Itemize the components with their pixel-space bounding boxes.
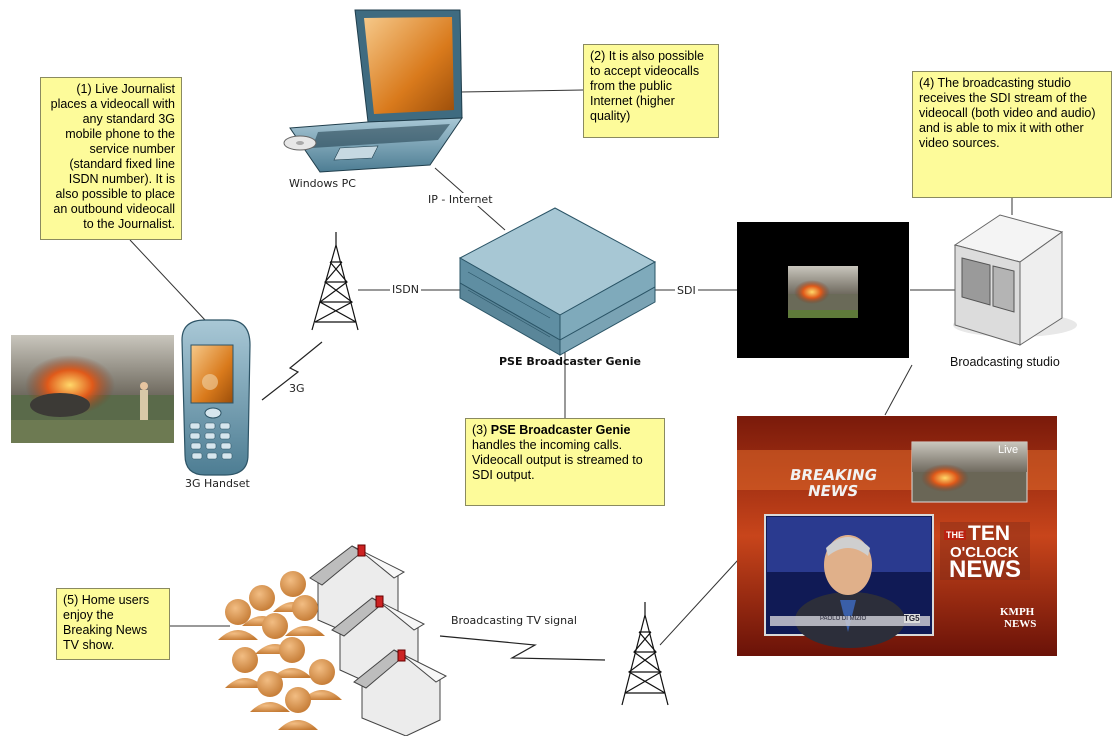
tv-breaking-news: [737, 416, 1057, 656]
antenna-tower-isdn: [311, 232, 359, 331]
sdi-video-frame: [737, 222, 909, 358]
note-live-journalist: (1) Live Journalist places a videocall w…: [40, 77, 182, 240]
tv-oclock-label: O'CLOCK: [950, 544, 1019, 561]
label-tv-signal: Broadcasting TV signal: [451, 614, 577, 627]
label-sdi: SDI: [675, 284, 698, 297]
line-studio-tv: [884, 364, 913, 416]
person: [302, 659, 342, 700]
line-note1-handset: [129, 239, 206, 321]
person: [250, 671, 290, 712]
journalist-photo: [11, 335, 174, 443]
lightning-tv-signal: [439, 635, 606, 661]
note-broadcasting-studio: (4) The broadcasting studio receives the…: [912, 71, 1112, 198]
house-3: [353, 649, 448, 736]
person: [278, 687, 318, 730]
label-windows-pc: Windows PC: [289, 177, 356, 190]
laptop-pc: [283, 9, 463, 173]
label-3g: 3G: [289, 382, 305, 395]
tv-kmph-label: KMPH: [1000, 606, 1035, 618]
label-broadcasting-studio: Broadcasting studio: [950, 355, 1060, 369]
antenna-tower-broadcast: [621, 602, 669, 706]
label-3g-handset: 3G Handset: [185, 477, 250, 490]
lightning-3g: [261, 341, 323, 401]
house-1: [309, 544, 406, 641]
label-genie: PSE Broadcaster Genie: [499, 355, 642, 368]
person: [272, 637, 312, 678]
note-public-internet: (2) It is also possible to accept videoc…: [583, 44, 719, 138]
label-ip-internet: IP - Internet: [428, 193, 493, 206]
tv-the-label: THE: [944, 530, 966, 540]
tv-tg-label: TG5: [904, 614, 920, 623]
line-tv-tower: [659, 559, 739, 646]
note3-prefix: (3): [472, 423, 491, 437]
person: [285, 595, 325, 636]
person: [218, 599, 258, 640]
note-home-users: (5) Home users enjoy the Breaking News T…: [56, 588, 170, 660]
line-note2-laptop: [459, 89, 584, 93]
studio-server: [953, 214, 1077, 346]
home-users-people: [218, 571, 342, 730]
tv-ten-label: TEN: [968, 522, 1010, 545]
label-isdn: ISDN: [390, 283, 421, 296]
note3-rest: handles the incoming calls. Videocall ou…: [472, 438, 643, 482]
person: [225, 647, 265, 688]
tv-kmph-news-label: NEWS: [1004, 618, 1037, 630]
tv-news-label: NEWS: [806, 482, 860, 500]
tv-news2-label: NEWS: [949, 556, 1021, 583]
mobile-handset: [181, 319, 251, 476]
note-genie-handles-calls: (3) PSE Broadcaster Genie handles the in…: [465, 418, 665, 506]
tv-live-label: Live: [998, 444, 1019, 456]
tv-caption-label: PAOLO DI MIZIO: [820, 616, 867, 622]
broadcaster-genie-server: [458, 207, 657, 356]
note3-bold: PSE Broadcaster Genie: [490, 423, 631, 437]
